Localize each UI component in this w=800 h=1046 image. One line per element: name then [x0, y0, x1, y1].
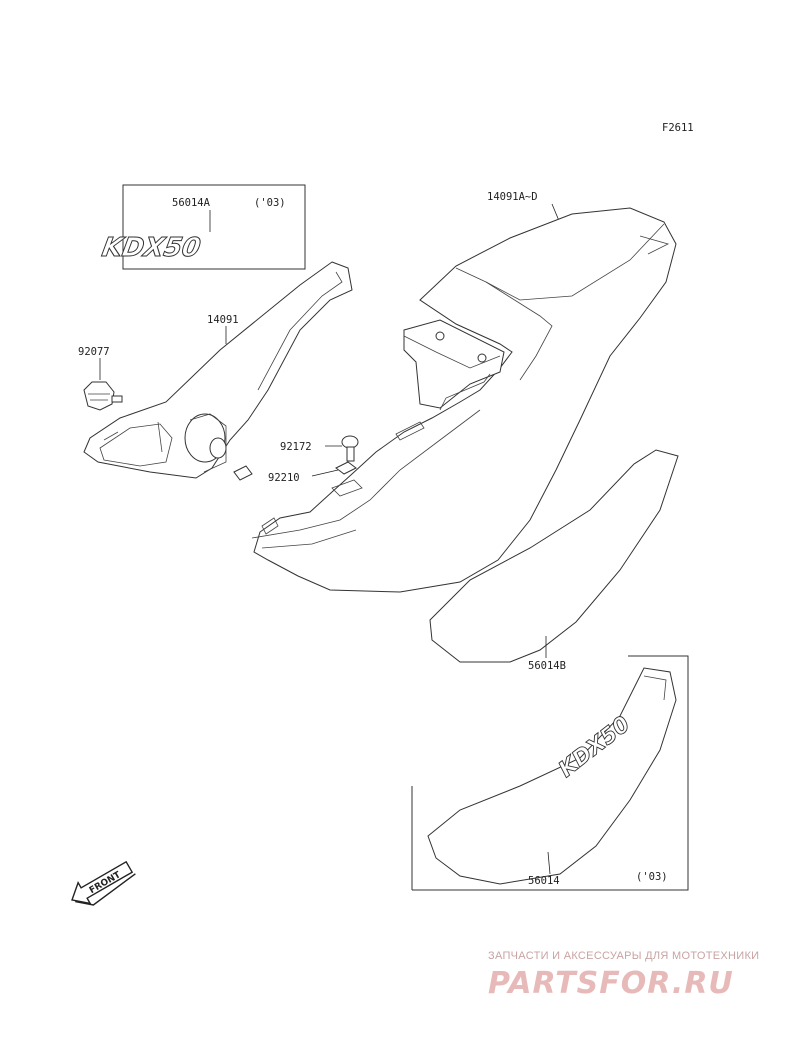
front-arrow-icon	[71, 860, 134, 905]
front-arrow: FRONT	[71, 860, 136, 906]
label-56014a: 56014A	[172, 197, 211, 209]
kdx50-emblem: KDX50	[100, 233, 203, 263]
label-stripe-year: ('03)	[636, 871, 668, 883]
figure-code: F2611	[662, 122, 694, 134]
emblem-callout-box	[122, 184, 306, 270]
label-56014b: 56014B	[528, 660, 566, 672]
emblem-kdx-callout: 56014A ('03) KDX50	[99, 184, 306, 270]
washer-small	[233, 465, 253, 481]
seat-cowl-14091a-d: 14091A~D	[251, 191, 677, 593]
leader-56014	[547, 851, 551, 875]
watermark-logo[interactable]: PARTSFOR.RU	[488, 966, 734, 1001]
leader-92210	[311, 469, 339, 477]
watermark-tagline: ЗАПЧАСТИ И АКСЕССУАРЫ ДЛЯ МОТОТЕХНИКИ	[488, 950, 760, 962]
side-cover-14091: 14091	[83, 261, 353, 479]
bolt-92172: 92172	[280, 435, 359, 462]
knob-92077: 92077	[78, 346, 123, 411]
label-14091: 14091	[207, 314, 239, 326]
label-14091a-d: 14091A~D	[487, 191, 538, 203]
stripe-callout-frame	[411, 655, 689, 891]
label-92210: 92210	[268, 472, 300, 484]
stripe-56014-callout: KDX50 56014 ('03)	[411, 655, 689, 891]
label-56014: 56014	[528, 875, 560, 887]
label-92172: 92172	[280, 441, 312, 453]
label-92077: 92077	[78, 346, 110, 358]
label-emblem-year: ('03)	[254, 197, 286, 209]
washer-92210: 92210	[268, 461, 357, 484]
stripe-56014b: 56014B	[429, 449, 679, 672]
